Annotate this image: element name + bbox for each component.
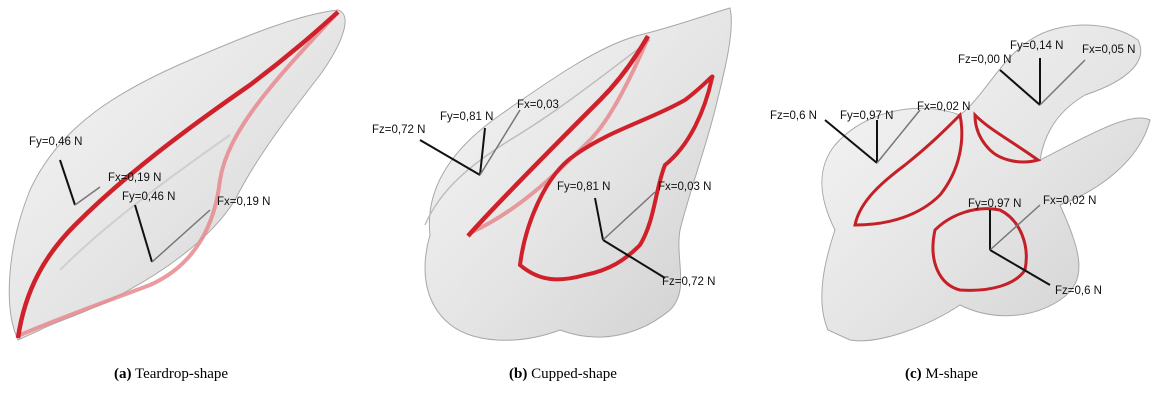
label-a-fy2: Fy=0,46 N [122, 191, 175, 203]
label-c-fy3: Fy=0,97 N [968, 198, 1021, 210]
label-b-fz1: Fz=0,72 N [372, 124, 425, 136]
caption-a-letter: (a) [114, 366, 132, 382]
label-b-fx2: Fx=0,03 N [658, 181, 711, 193]
caption-c: (c) M-shape [905, 366, 978, 383]
label-b-fx1: Fx=0,03 [517, 99, 559, 111]
panel-mshape: Fz=0,00 N Fy=0,14 N Fx=0,05 N Fz=0,6 N F… [770, 25, 1150, 341]
label-c-fy1: Fy=0,14 N [1010, 40, 1063, 52]
label-c-fz2: Fz=0,6 N [770, 110, 817, 122]
label-a-fx2: Fx=0,19 N [217, 196, 270, 208]
label-c-fy2: Fy=0,97 N [840, 110, 893, 122]
label-b-fy2: Fy=0,81 N [557, 181, 610, 193]
caption-b-text: Cupped-shape [531, 366, 617, 382]
label-b-fy1: Fy=0,81 N [440, 111, 493, 123]
caption-a: (a) Teardrop-shape [114, 366, 228, 383]
cupped-surface [425, 8, 731, 340]
caption-a-text: Teardrop-shape [135, 366, 228, 382]
label-c-fx3: Fx=0,02 N [1043, 195, 1096, 207]
label-c-fx1: Fx=0,05 N [1082, 44, 1135, 56]
label-c-fz1: Fz=0,00 N [958, 54, 1011, 66]
label-c-fz3: Fz=0,6 N [1055, 285, 1102, 297]
caption-b-letter: (b) [509, 366, 527, 382]
panel-cupped: Fz=0,72 N Fy=0,81 N Fx=0,03 Fy=0,81 N Fx… [372, 8, 731, 340]
label-c-fx2: Fx=0,02 N [917, 101, 970, 113]
caption-b: (b) Cupped-shape [509, 366, 617, 383]
label-a-fy1: Fy=0,46 N [29, 136, 82, 148]
label-a-fx1: Fx=0,19 N [108, 172, 161, 184]
caption-c-text: M-shape [925, 366, 978, 382]
label-b-fz2: Fz=0,72 N [662, 276, 715, 288]
panel-teardrop: Fy=0,46 N Fx=0,19 N Fy=0,46 N Fx=0,19 N [9, 10, 345, 340]
caption-c-letter: (c) [905, 366, 922, 382]
